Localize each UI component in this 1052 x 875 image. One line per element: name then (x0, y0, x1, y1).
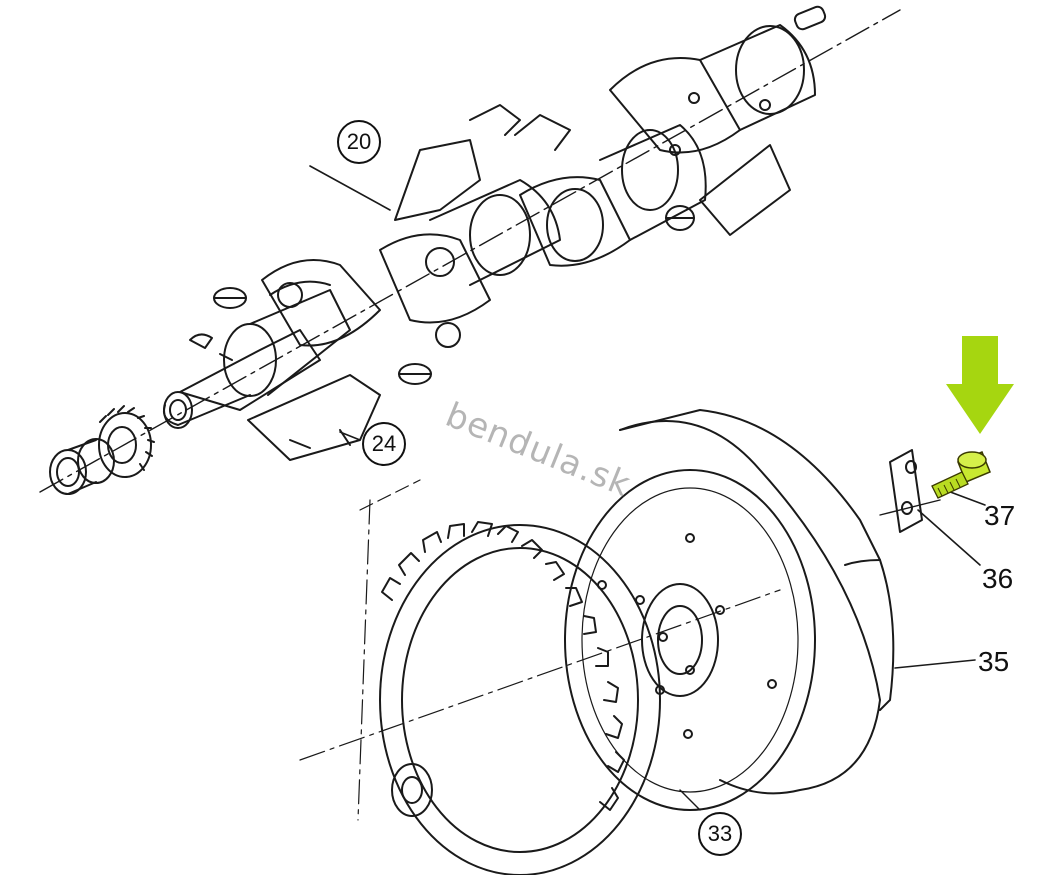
callout-20-label: 20 (346, 129, 372, 154)
lock-plate (889, 449, 981, 566)
callout-35: 35 (978, 646, 1010, 677)
ring-gear (299, 479, 781, 875)
flywheel (564, 409, 976, 811)
callout-33-label: 33 (707, 821, 733, 846)
callout-37: 37 (984, 500, 1016, 531)
callout-24: 24 (362, 422, 406, 466)
callout-20: 20 (337, 120, 381, 164)
callout-24-label: 24 (371, 431, 397, 456)
callout-33: 33 (698, 812, 742, 856)
crankshaft (39, 5, 901, 495)
down-arrow-icon (946, 336, 1014, 434)
highlighted-bolt (931, 451, 991, 499)
callout-36: 36 (982, 563, 1014, 594)
